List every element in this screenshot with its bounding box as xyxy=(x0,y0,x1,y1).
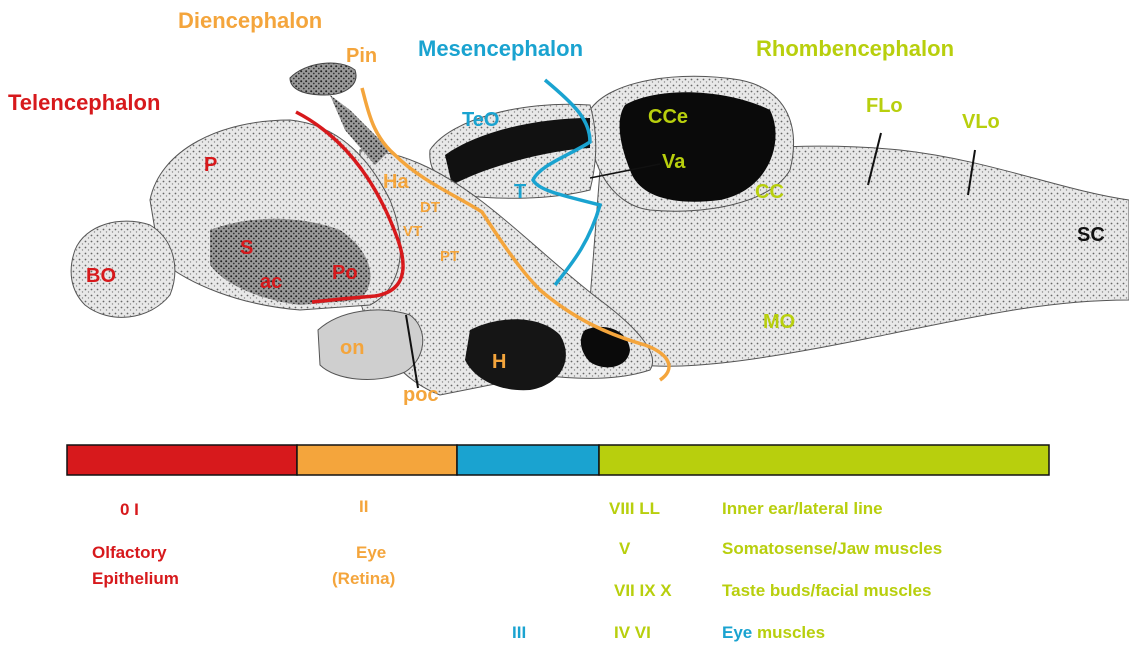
row4-target-muscles: muscles xyxy=(757,623,825,642)
label-on: on xyxy=(340,338,364,358)
label-poc: poc xyxy=(403,385,439,405)
pineal-tissue xyxy=(290,63,356,95)
telencephalon-title: Telencephalon xyxy=(8,92,160,114)
row1-nerves: VIII LL xyxy=(609,500,660,517)
label-pt: PT xyxy=(440,249,459,264)
row4-target-eye: Eye xyxy=(722,623,752,642)
label-mo: MO xyxy=(763,312,795,332)
label-flo: FLo xyxy=(866,96,903,116)
tel-target-2: Epithelium xyxy=(92,570,179,587)
bar-diencephalon xyxy=(297,445,457,475)
row2-target: Somatosense/Jaw muscles xyxy=(722,540,942,557)
row4-target: Eye muscles xyxy=(722,624,825,641)
label-ac: ac xyxy=(260,272,282,292)
label-pin: Pin xyxy=(346,46,377,66)
label-ha: Ha xyxy=(383,172,409,192)
di-target-2: (Retina) xyxy=(332,570,395,587)
di-target-1: Eye xyxy=(356,544,386,561)
rhombencephalon-title: Rhombencephalon xyxy=(756,38,954,60)
label-s: S xyxy=(240,238,253,258)
diencephalon-title: Diencephalon xyxy=(178,10,322,32)
label-t: T xyxy=(514,182,526,202)
bar-rhombencephalon xyxy=(599,445,1049,475)
label-h: H xyxy=(492,352,506,372)
row4-nerves: IV VI xyxy=(614,624,651,641)
mesencephalon-title: Mesencephalon xyxy=(418,38,583,60)
row3-nerves: VII IX X xyxy=(614,582,672,599)
bar-mesencephalon xyxy=(457,445,599,475)
label-p: P xyxy=(204,155,217,175)
label-sc: SC xyxy=(1077,225,1105,245)
label-dt: DT xyxy=(420,200,440,215)
label-cc: CC xyxy=(755,182,784,202)
row1-target: Inner ear/lateral line xyxy=(722,500,883,517)
tel-nerves: 0 I xyxy=(120,501,139,518)
bar-telencephalon xyxy=(67,445,297,475)
label-bo: BO xyxy=(86,266,116,286)
label-va: Va xyxy=(662,152,685,172)
label-vt: VT xyxy=(403,224,422,239)
row2-nerves: V xyxy=(619,540,630,557)
row3-target: Taste buds/facial muscles xyxy=(722,582,931,599)
di-nerve: II xyxy=(359,498,368,515)
label-cce: CCe xyxy=(648,107,688,127)
tel-target-1: Olfactory xyxy=(92,544,167,561)
label-teo: TeO xyxy=(462,110,499,130)
label-po: Po xyxy=(332,263,358,283)
label-vlo: VLo xyxy=(962,112,1000,132)
mes-nerve: III xyxy=(512,624,526,641)
